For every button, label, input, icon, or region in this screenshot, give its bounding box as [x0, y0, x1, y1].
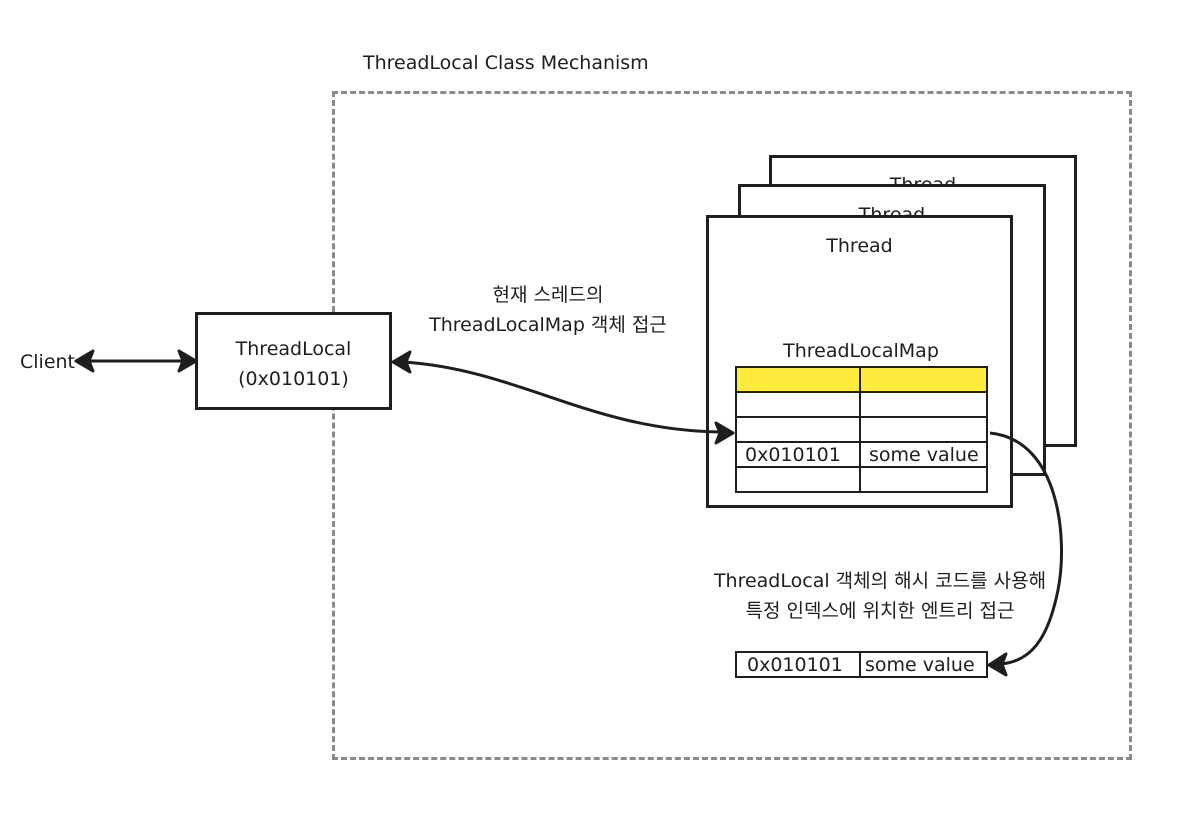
map-value-cell	[859, 466, 988, 493]
table-row	[735, 466, 988, 493]
entry-value-cell: some value	[859, 651, 988, 678]
table-row	[735, 391, 988, 418]
container-title: ThreadLocal Class Mechanism	[363, 52, 649, 74]
thread-local-name: ThreadLocal	[235, 338, 352, 360]
table-row: 0x010101 some value	[735, 441, 988, 468]
client-threadlocal-arrow	[74, 349, 198, 373]
map-key-cell	[735, 416, 861, 443]
map-key-cell	[735, 466, 861, 493]
thread-local-box: ThreadLocal (0x010101)	[195, 312, 392, 410]
map-value-cell	[859, 416, 988, 443]
entry-table: 0x010101 some value	[735, 651, 988, 678]
client-label: Client	[20, 351, 76, 373]
table-row	[735, 416, 988, 443]
map-value-cell: some value	[859, 441, 988, 468]
table-row: 0x010101 some value	[735, 651, 988, 678]
entry-key-cell: 0x010101	[735, 651, 861, 678]
map-header-row	[735, 366, 988, 393]
map-header-key	[735, 366, 861, 393]
threadlocal-map-arrow	[391, 350, 735, 445]
thread-local-hash: (0x010101)	[238, 368, 349, 390]
access-annotation-line2: ThreadLocalMap 객체 접근	[429, 314, 667, 336]
thread-label-front: Thread	[826, 235, 893, 257]
map-key-cell	[735, 391, 861, 418]
map-header-value	[859, 366, 988, 393]
hash-annotation-line2: 특정 인덱스에 위치한 엔트리 접근	[745, 600, 1015, 622]
map-key-cell: 0x010101	[735, 441, 861, 468]
access-annotation-line1: 현재 스레드의	[492, 284, 604, 306]
hash-annotation-line1: ThreadLocal 객체의 해시 코드를 사용해	[713, 570, 1047, 592]
mechanism-container	[332, 91, 1132, 760]
entry-lookup-arrow	[987, 431, 1063, 677]
map-value-cell	[859, 391, 988, 418]
thread-local-map-table: 0x010101 some value	[735, 366, 988, 493]
thread-local-map-title: ThreadLocalMap	[783, 340, 939, 362]
